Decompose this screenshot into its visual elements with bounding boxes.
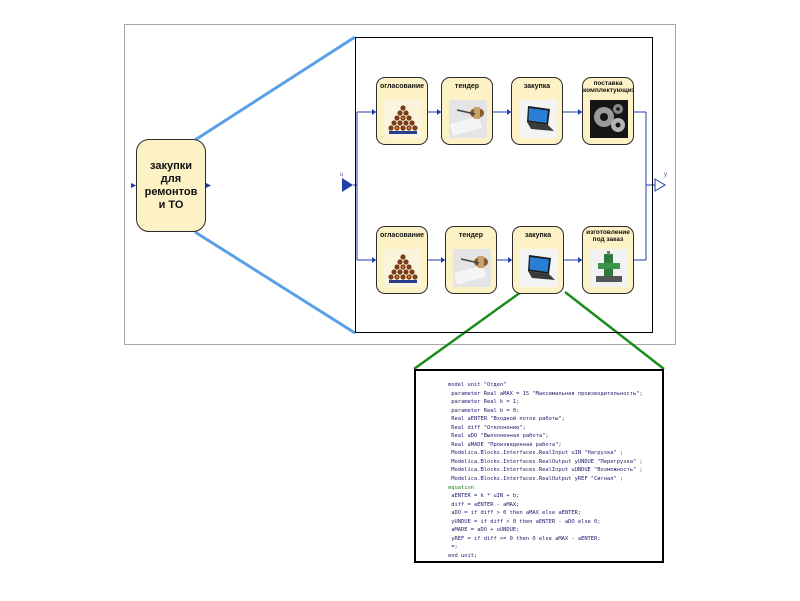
block-label: оглаcование <box>379 83 425 90</box>
code-line: parameter Real k = 1; <box>451 399 520 406</box>
main-block-label: закупки для ремонтов и ТО <box>144 159 198 211</box>
code-line: yUNDUE = if diff > 0 then aENTER - aDO e… <box>451 518 601 525</box>
block-label: закупка <box>523 83 551 90</box>
main-block[interactable]: закупки для ремонтов и ТО <box>136 139 206 232</box>
zoom-line-top <box>194 35 356 142</box>
machine-icon <box>590 249 628 287</box>
laptop-icon <box>520 249 558 287</box>
detail-line-left <box>413 290 522 371</box>
zoom-line-bottom <box>194 230 356 335</box>
detail-line-right <box>564 291 665 370</box>
code-line: aMADE = aDO + uUNDUE; <box>451 527 520 534</box>
code-line: diff = aENTER - aMAX; <box>451 501 520 508</box>
block-label: изготовление под заказ <box>586 229 630 243</box>
output-port-label: y <box>664 172 667 178</box>
block-zakupka-1[interactable]: закупка <box>511 77 563 145</box>
code-line: equation <box>448 484 474 491</box>
block-label: оглаcование <box>379 232 425 239</box>
code-line: end unit; <box>448 552 478 559</box>
tender-icon <box>453 249 491 287</box>
laptop-icon <box>519 100 557 138</box>
input-port-label: u <box>340 172 344 178</box>
block-postavka[interactable]: поставка комплектующих <box>582 77 634 145</box>
code-line: Real aENTER "Входной поток работы"; <box>451 416 565 423</box>
gears-icon <box>590 100 628 138</box>
code-line: Modelica.Blocks.Interfaces.RealInput uIN… <box>451 450 624 457</box>
pyramid-icon <box>384 100 422 138</box>
pyramid-icon <box>384 249 422 287</box>
code-line: =; <box>451 544 458 551</box>
code-line: Real aMADE "Произведенная работа"; <box>451 441 562 448</box>
code-line: Real diff "Отклонение"; <box>451 424 526 431</box>
block-label: тендер <box>458 232 484 239</box>
block-label: поставка комплектующих <box>583 80 634 94</box>
block-tender-2[interactable]: тендер <box>445 226 497 294</box>
inner-subsystem-frame <box>355 37 653 333</box>
block-label: тендер <box>454 83 480 90</box>
block-label: закупка <box>524 232 552 239</box>
tender-icon <box>449 100 487 138</box>
outer-diagram-frame <box>124 24 676 345</box>
modelica-code: model unit "Отдел" parameter Real aMAX =… <box>448 381 643 560</box>
output-port-triangle <box>654 178 666 192</box>
block-zakupka-2[interactable]: закупка <box>512 226 564 294</box>
code-line: parameter Real aMAX = 15 "Максимальная п… <box>451 390 643 397</box>
code-listing-box: model unit "Отдел" parameter Real aMAX =… <box>414 369 664 563</box>
main-block-in-port <box>131 183 136 188</box>
code-line: Modelica.Blocks.Interfaces.RealOutput yU… <box>451 458 643 465</box>
block-tender-1[interactable]: тендер <box>441 77 493 145</box>
block-soglasovanie-1[interactable]: оглаcование <box>376 77 428 145</box>
block-soglasovanie-2[interactable]: оглаcование <box>376 226 428 294</box>
code-line: Real aDO "Выполненная работа"; <box>451 433 549 440</box>
code-line: aENTER = k * uIN + b; <box>451 493 520 500</box>
code-line: parameter Real b = 0; <box>451 407 520 414</box>
code-line: model unit "Отдел" <box>448 382 507 388</box>
input-port-triangle <box>342 178 353 192</box>
code-line: Modelica.Blocks.Interfaces.RealOutput yR… <box>451 476 624 483</box>
main-block-out-port <box>206 183 211 188</box>
code-line: Modelica.Blocks.Interfaces.RealInput uUN… <box>451 467 643 474</box>
code-line: aDO = if diff > 0 then aMAX else aENTER; <box>451 510 582 517</box>
block-izgotovlenie[interactable]: изготовление под заказ <box>582 226 634 294</box>
code-line: yREF = if diff >= 0 then 0 else aMAX - a… <box>451 535 601 542</box>
